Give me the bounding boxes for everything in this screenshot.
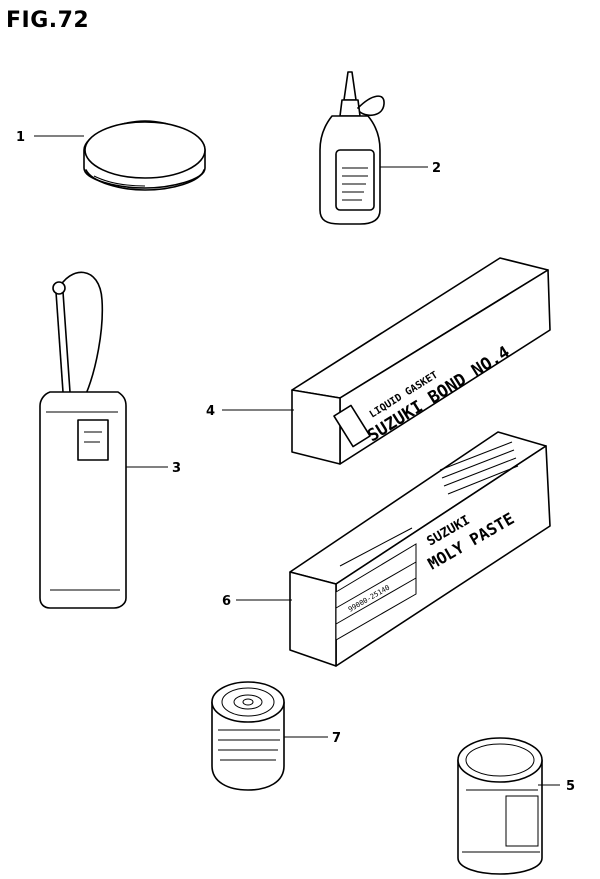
- figure-title: FIG.72: [6, 8, 90, 33]
- part-7-small-tin: [211, 681, 285, 791]
- callout-4: 4: [206, 404, 215, 419]
- part-1-cap: [83, 120, 206, 191]
- part-4-bond-box: LIQUID GASKET SUZUKI BOND NO.4: [291, 257, 551, 465]
- part-3-oil-can: [39, 271, 127, 609]
- callout-2: 2: [432, 161, 441, 176]
- part-6-moly-box: 99000-25140 SUZUKI MOLY PASTE: [289, 431, 551, 667]
- callout-1: 1: [16, 130, 25, 145]
- callout-3: 3: [172, 461, 181, 476]
- callout-7: 7: [332, 731, 341, 746]
- part-5-paint-can: [457, 737, 543, 875]
- callout-6: 6: [222, 594, 231, 609]
- callout-5: 5: [566, 779, 575, 794]
- part-2-bottle: [319, 71, 385, 225]
